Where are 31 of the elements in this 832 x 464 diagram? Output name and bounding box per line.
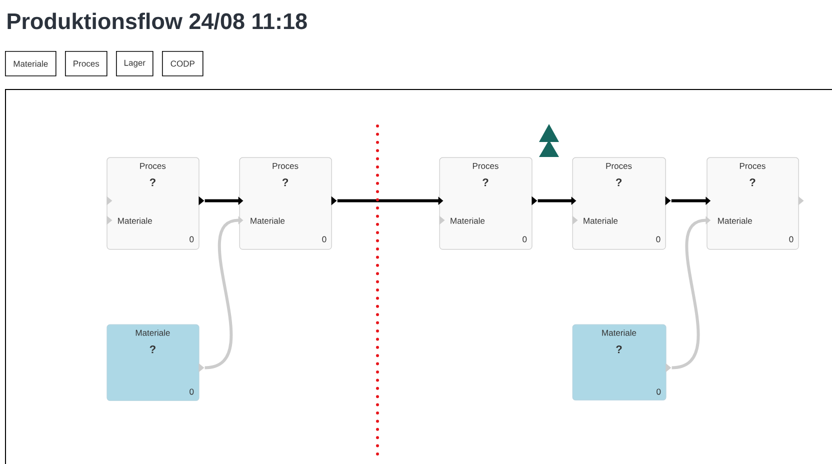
question-mark: ? <box>616 178 622 186</box>
box-title: Proces <box>740 163 766 169</box>
question-mark: ? <box>750 178 756 186</box>
count-label: 0 <box>190 236 194 242</box>
port-label: Materiale <box>584 218 618 224</box>
box-title: Materiale <box>602 330 636 336</box>
count-label: 0 <box>789 236 794 242</box>
box-title: Proces <box>472 163 498 169</box>
question-mark: ? <box>616 345 622 354</box>
toolbar-button: CODP <box>162 51 204 76</box>
title: Produktionsflow 24/08 11:18 <box>8 12 307 30</box>
question-mark: ? <box>150 345 156 354</box>
count-label: 0 <box>322 236 326 242</box>
box-title: Materiale <box>136 330 170 336</box>
box-title: Proces <box>140 163 166 169</box>
count-label: 0 <box>522 236 527 242</box>
port-label: Materiale <box>250 218 285 224</box>
port-label: Materiale <box>118 218 152 224</box>
question-mark: ? <box>482 178 488 186</box>
port-label: Materiale <box>450 218 485 224</box>
toolbar-button: Lager <box>116 51 154 76</box>
port-label: Materiale <box>718 218 752 224</box>
toolbar-button: Proces <box>65 51 108 76</box>
box-title: Proces <box>606 163 632 169</box>
count-label: 0 <box>656 388 661 395</box>
count-label: 0 <box>656 236 660 242</box>
question-mark: ? <box>282 178 288 186</box>
count-label: 0 <box>190 388 194 395</box>
box-title: Proces <box>272 163 298 169</box>
question-mark: ? <box>150 178 156 186</box>
toolbar-button: Materiale <box>5 51 56 76</box>
